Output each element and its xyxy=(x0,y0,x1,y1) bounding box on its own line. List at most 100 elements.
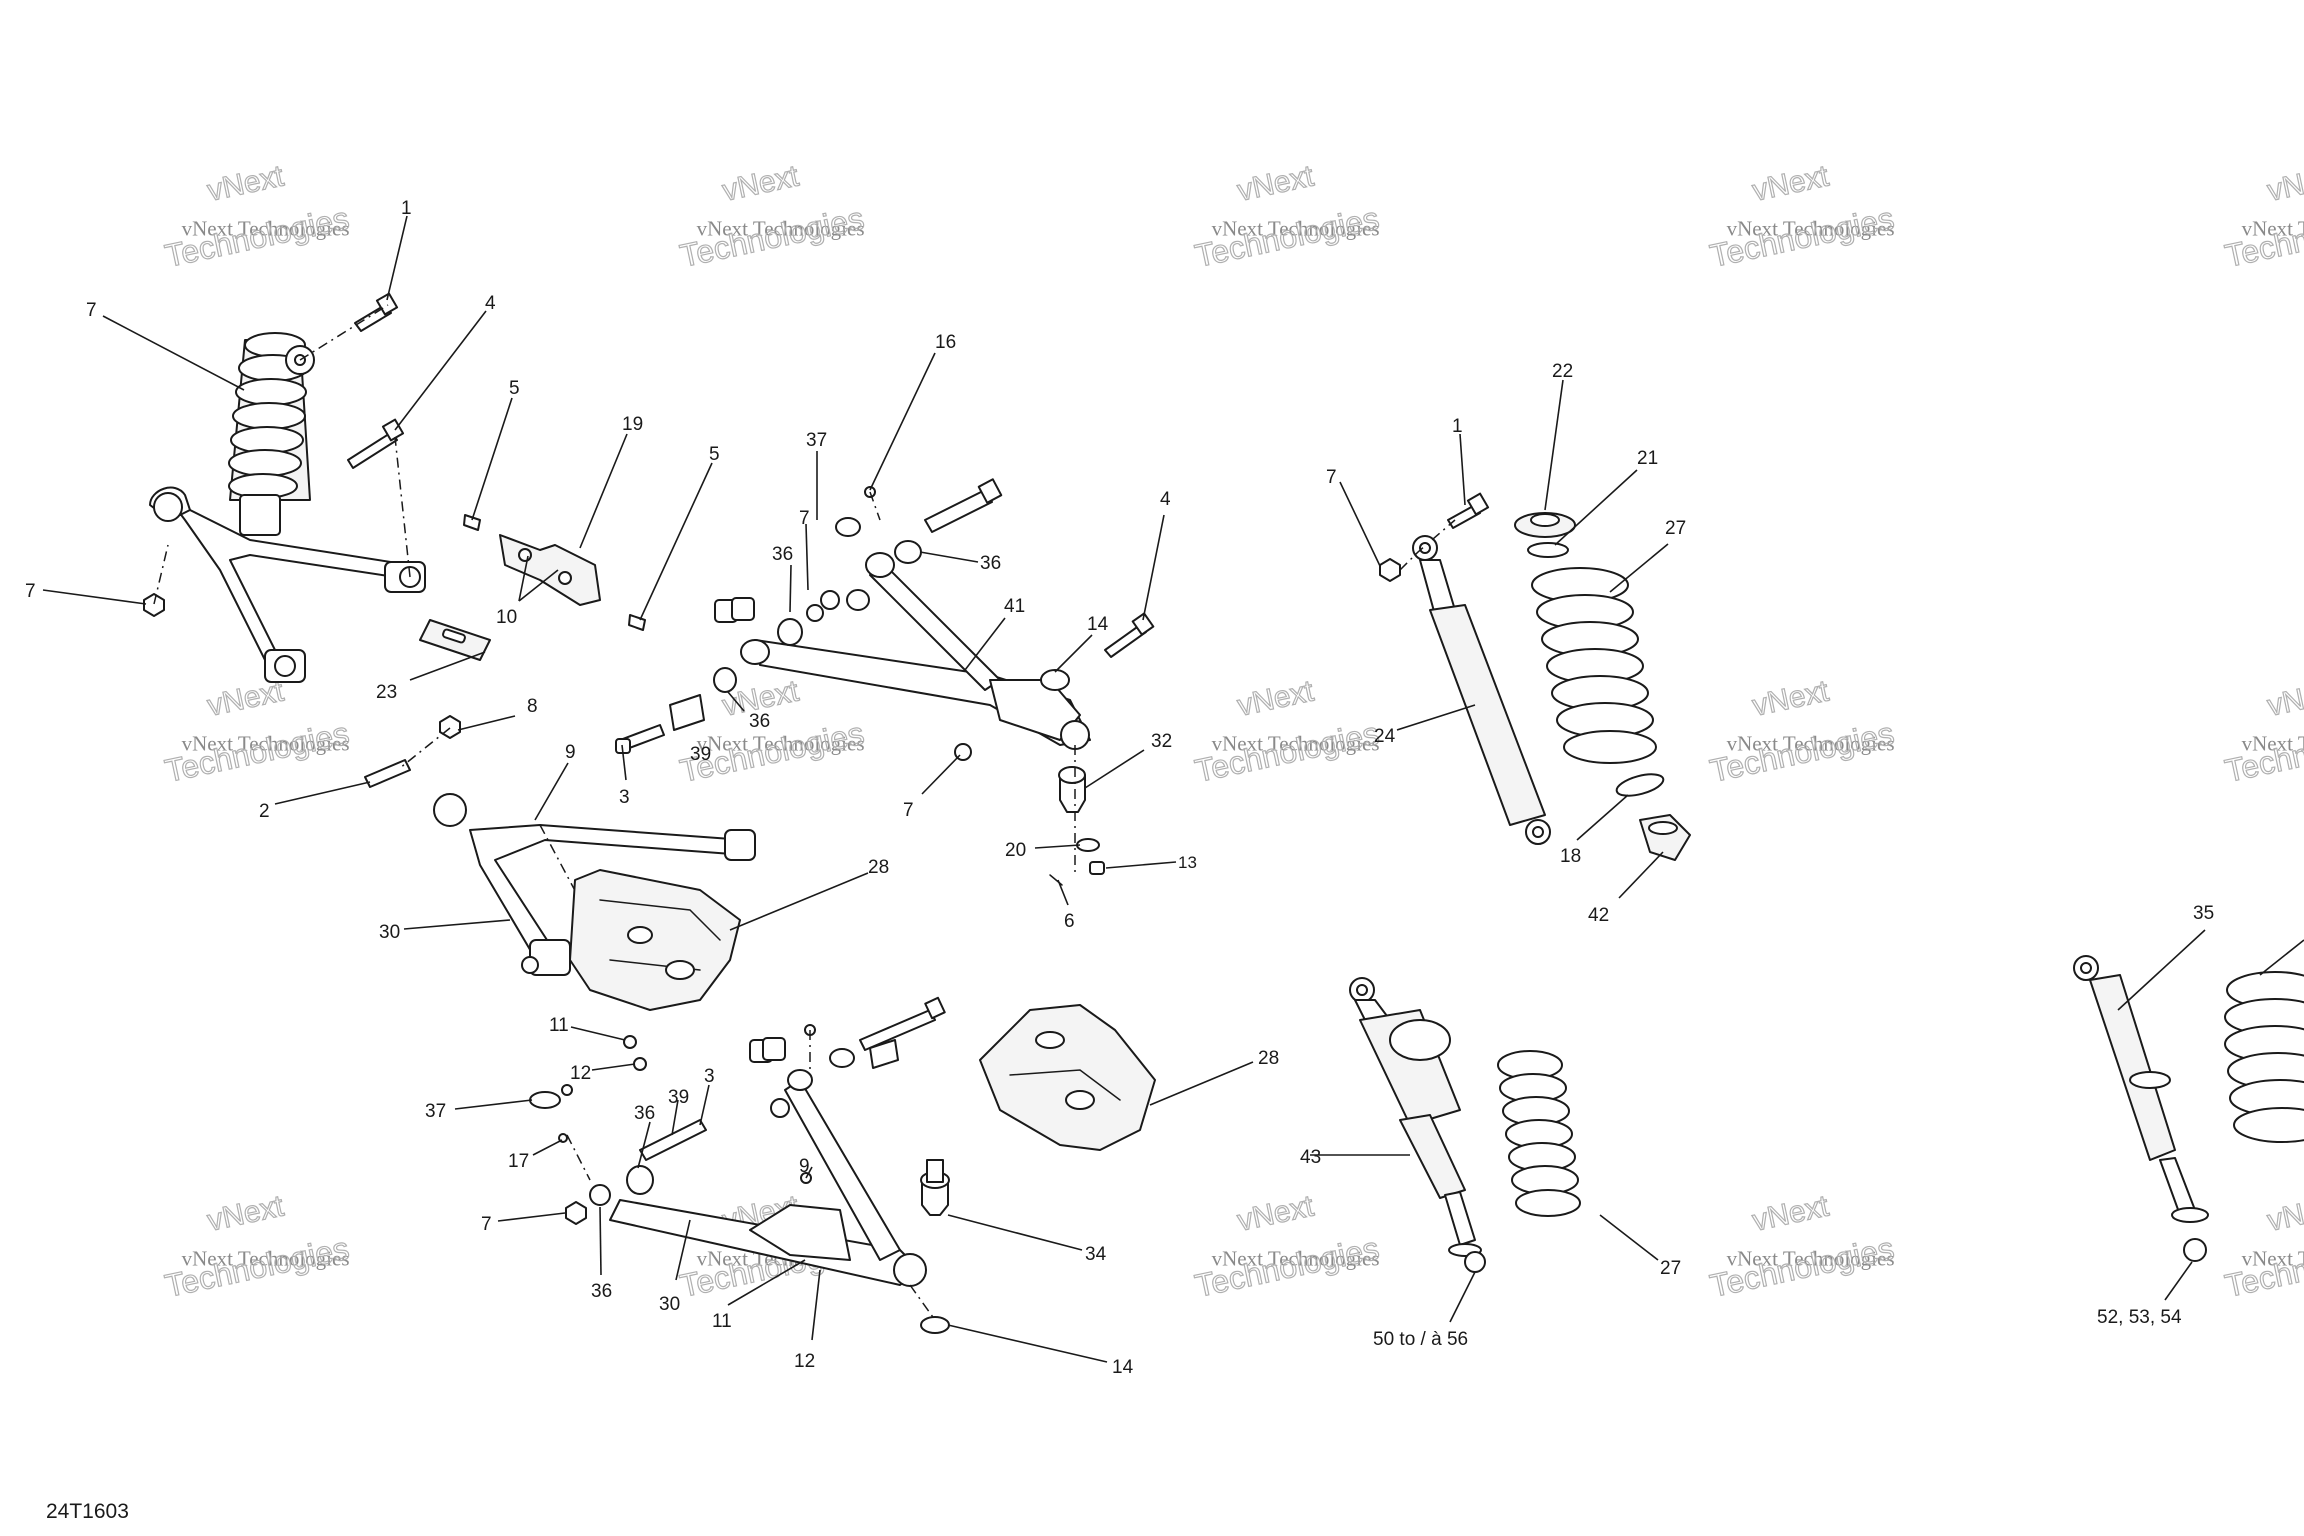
callout-4: 4 xyxy=(485,293,496,314)
callout-52-53-54: 52, 53, 54 xyxy=(2097,1307,2182,1328)
callout-7: 7 xyxy=(903,800,914,821)
watermark-hollow: vNext xyxy=(720,159,803,207)
callout-8: 8 xyxy=(527,696,538,717)
callout-9: 9 xyxy=(799,1156,810,1177)
callout-11: 11 xyxy=(549,1015,569,1036)
watermark-hollow: vNext xyxy=(2265,674,2304,722)
callout-27: 27 xyxy=(1660,1258,1681,1279)
callout-36: 36 xyxy=(772,544,793,565)
front-shock-assembly xyxy=(143,292,426,683)
watermark-hollow: vNext xyxy=(205,1189,288,1237)
watermark-line2: Technologies xyxy=(162,715,352,789)
callout-50-to-56: 50 to / à 56 xyxy=(1373,1329,1468,1350)
callout-39: 39 xyxy=(690,744,711,765)
upper-a-arm-41 xyxy=(615,478,1155,886)
callout-7: 7 xyxy=(25,581,36,602)
watermark-line2: Technologies xyxy=(1192,1230,1382,1304)
callout-5: 5 xyxy=(509,378,520,399)
callout-10: 10 xyxy=(496,607,517,628)
callout-7: 7 xyxy=(481,1214,492,1235)
callout-9: 9 xyxy=(565,742,576,763)
watermark-line1: vNext Technologies xyxy=(2242,217,2304,241)
callout-6: 6 xyxy=(1064,911,1075,932)
watermark-line2: Technologies xyxy=(677,200,867,274)
callout-32: 32 xyxy=(1151,731,1172,752)
callout-3: 3 xyxy=(619,787,630,808)
callout-1: 1 xyxy=(1452,416,1463,437)
callout-2: 2 xyxy=(259,801,270,822)
nut-7-left xyxy=(143,593,165,617)
watermark-line1: vNext Technologies xyxy=(2242,1247,2304,1271)
watermark-hollow: vNext xyxy=(1750,674,1833,722)
callout-34: 34 xyxy=(1085,1244,1107,1265)
coil-spring-35 xyxy=(2224,971,2304,1143)
shock-absorber-35 xyxy=(2073,955,2209,1262)
callout-36: 36 xyxy=(749,711,770,732)
watermark-line1: vNext Technologies xyxy=(182,217,350,241)
watermark-hollow: vNext xyxy=(2265,1189,2304,1237)
watermark-line1: vNext Technologies xyxy=(1212,217,1380,241)
callout-12: 12 xyxy=(794,1351,815,1372)
callout-13: 13 xyxy=(1178,853,1197,872)
callout-28: 28 xyxy=(868,857,889,878)
watermark-line1: vNext Technologies xyxy=(1212,732,1380,756)
callout-17: 17 xyxy=(508,1151,529,1172)
watermark-hollow: vNext xyxy=(205,159,288,207)
watermark-line1: vNext Technologies xyxy=(1727,217,1895,241)
watermark-line2: Technologies xyxy=(1192,200,1382,274)
callout-43: 43 xyxy=(1300,1147,1321,1168)
callout-1: 1 xyxy=(401,198,412,219)
callout-7: 7 xyxy=(86,300,97,321)
callout-12: 12 xyxy=(570,1063,591,1084)
watermark-line1: vNext Technologies xyxy=(697,732,865,756)
watermark-hollow: vNext xyxy=(2265,159,2304,207)
coil-spring-27 xyxy=(1514,512,1691,861)
lower-a-arm-30-left xyxy=(364,715,756,976)
callout-4: 4 xyxy=(1160,489,1171,510)
callout-19: 19 xyxy=(622,414,643,435)
callout-21: 21 xyxy=(1637,448,1658,469)
coil-spring-27-bottom xyxy=(1497,1050,1581,1217)
watermark-hollow: vNext xyxy=(1235,1189,1318,1237)
callout-22: 22 xyxy=(1552,361,1573,382)
callout-7: 7 xyxy=(799,508,810,529)
callout-7: 7 xyxy=(1326,467,1337,488)
coil-spring xyxy=(228,332,315,536)
callout-11: 11 xyxy=(712,1311,732,1332)
callout-37: 37 xyxy=(425,1101,446,1122)
shock-absorber-24 xyxy=(1379,492,1551,845)
callout-39: 39 xyxy=(668,1087,689,1108)
callout-16: 16 xyxy=(935,332,956,353)
watermark-line2: Technologies xyxy=(1707,1230,1897,1304)
bracket-19 xyxy=(463,514,646,631)
watermark-line2: Technologies xyxy=(2222,715,2304,789)
watermark-line2: Technologies xyxy=(1192,715,1382,789)
callout-18: 18 xyxy=(1560,846,1581,867)
bolt-1-left xyxy=(354,292,399,332)
drawing-code: 24T1603 xyxy=(46,1500,129,1523)
watermark-hollow: vNext xyxy=(1750,159,1833,207)
watermark-hollow: vNext xyxy=(1750,1189,1833,1237)
watermark-line2: Technologies xyxy=(2222,200,2304,274)
callout-42: 42 xyxy=(1588,905,1609,926)
callout-36: 36 xyxy=(634,1103,655,1124)
watermark-hollow: vNext xyxy=(1235,159,1318,207)
callout-37: 37 xyxy=(806,430,827,451)
callout-3: 3 xyxy=(704,1066,715,1087)
upper-a-arm-left xyxy=(149,486,426,683)
callout-36: 36 xyxy=(980,553,1001,574)
callout-23: 23 xyxy=(376,682,397,703)
callout-30: 30 xyxy=(379,922,400,943)
skid-plate-28-right xyxy=(979,1004,1156,1151)
watermark-line1: vNext Technologies xyxy=(2242,732,2304,756)
